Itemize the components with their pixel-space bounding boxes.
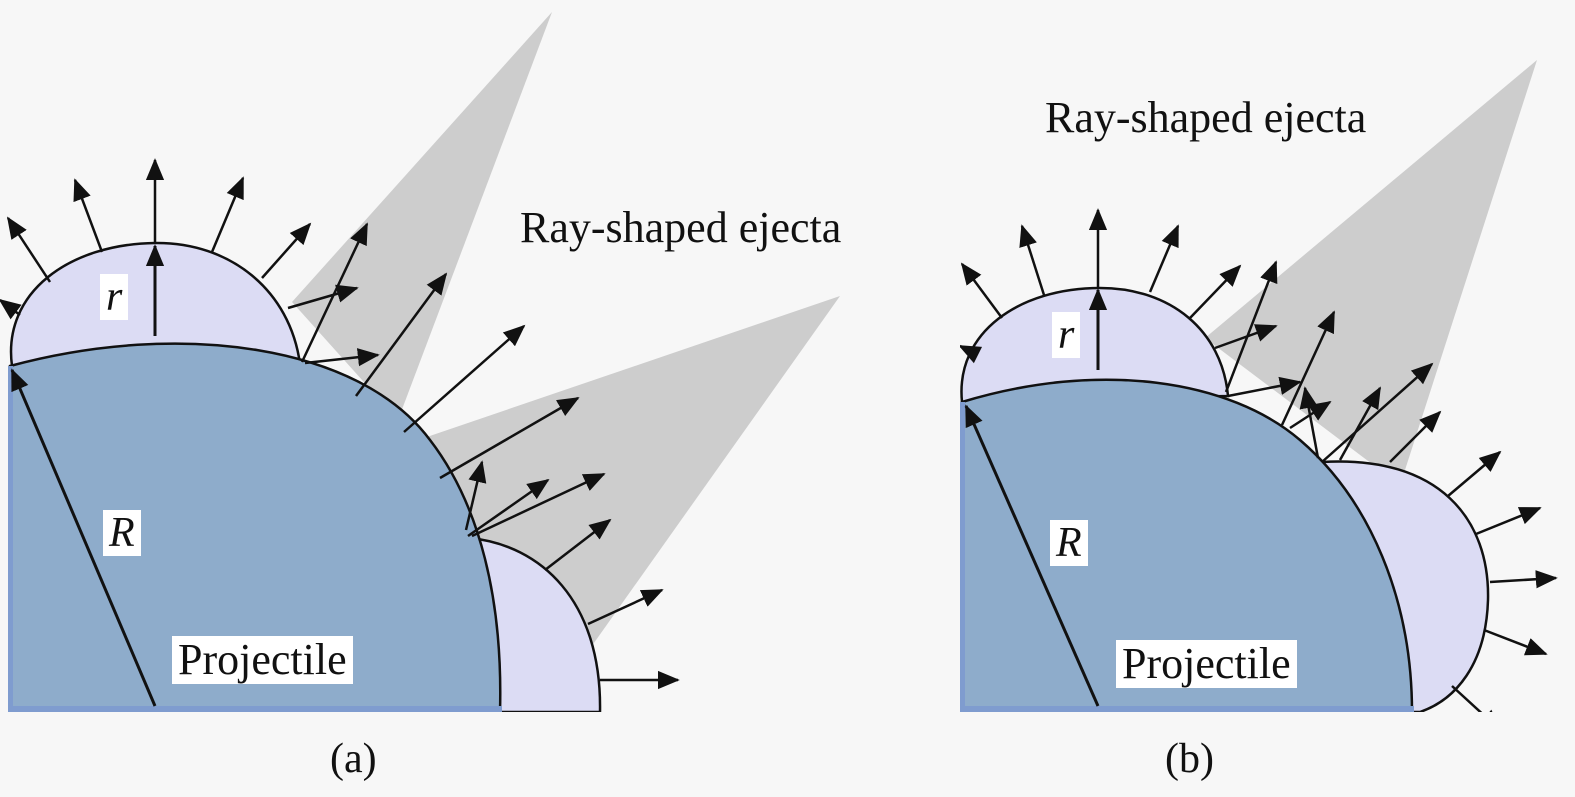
small-radius-label-a: r bbox=[100, 274, 129, 320]
secondary-bump-right bbox=[468, 536, 602, 712]
secondary-bump-top bbox=[960, 286, 1230, 404]
panel-caption-b: (b) bbox=[1165, 736, 1214, 782]
big-radius-arrow bbox=[964, 404, 1100, 707]
big-radius-label-b: R bbox=[1050, 520, 1088, 566]
left-edge-strip bbox=[960, 402, 965, 712]
velocity-arrows-a bbox=[0, 158, 680, 690]
big-radius-arrow bbox=[10, 368, 157, 707]
ground-strip bbox=[8, 706, 502, 712]
ejecta-label-b: Ray-shaped ejecta bbox=[1045, 93, 1367, 142]
ground-strip bbox=[960, 706, 1414, 712]
panel-b bbox=[960, 60, 1558, 712]
ray-ejecta-wedge-upper bbox=[292, 12, 552, 420]
projectile-body bbox=[960, 378, 1414, 712]
projectile-label-b: Projectile bbox=[1116, 640, 1297, 688]
big-radius-label-a: R bbox=[103, 510, 141, 556]
small-radius-label-b: r bbox=[1052, 312, 1081, 358]
panel-caption-a: (a) bbox=[330, 736, 377, 782]
projectile-body bbox=[8, 342, 502, 712]
velocity-arrows-b bbox=[960, 208, 1558, 712]
ray-ejecta-wedge bbox=[1205, 60, 1537, 470]
left-edge-strip bbox=[8, 366, 13, 712]
projectile-label-a: Projectile bbox=[172, 636, 353, 684]
panel-a bbox=[0, 12, 840, 712]
ejecta-label-a: Ray-shaped ejecta bbox=[520, 203, 842, 252]
